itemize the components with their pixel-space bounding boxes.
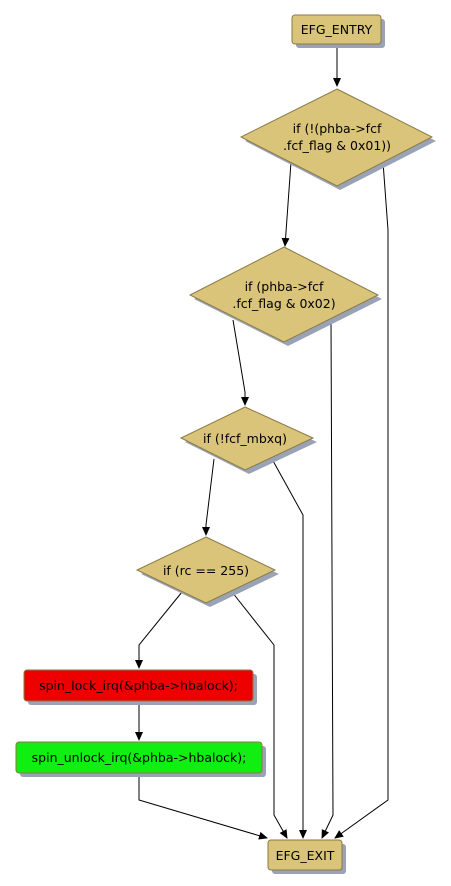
edge-cond1-to-exit <box>334 161 389 839</box>
node-cond2[interactable]: if (phba->fcf .fcf_flag & 0x02) <box>188 246 382 346</box>
edge-cond3-to-cond4 <box>202 458 215 536</box>
edge-cond2-to-exit <box>321 319 334 839</box>
unlock-label: spin_unlock_irq(&phba->hbalock); <box>32 750 247 765</box>
cond2-label-line2: .fcf_flag & 0x02) <box>232 296 335 311</box>
cond1-diamond <box>239 88 434 187</box>
edge-cond2-to-cond3 <box>232 319 249 406</box>
cond1-label-line2: .fcf_flag & 0x01)) <box>283 138 391 153</box>
node-cond3[interactable]: if (!fcf_mbxq) <box>179 406 317 474</box>
node-lock[interactable]: spin_lock_irq(&phba->hbalock); <box>23 669 257 705</box>
edge-cond1-to-cond2 <box>281 161 292 247</box>
cond2-label-line1: if (phba->fcf <box>245 279 324 294</box>
edge-cond4-to-lock <box>135 591 183 669</box>
edge-cond3-to-exit <box>271 458 307 839</box>
cond3-diamond <box>179 406 315 471</box>
entry-box <box>291 14 382 45</box>
edge-cond4-to-exit <box>231 591 288 839</box>
node-cond1[interactable]: if (!(phba->fcf .fcf_flag & 0x01)) <box>239 88 436 190</box>
lock-box <box>23 669 254 702</box>
node-exit[interactable]: EFG_EXIT <box>267 839 346 874</box>
cond1-label-line1: if (!(phba->fcf <box>293 121 382 136</box>
exit-box <box>267 839 343 871</box>
edges <box>135 46 389 840</box>
edge-unlock-to-exit <box>138 773 268 840</box>
cond2-diamond <box>188 246 380 343</box>
cond4-diamond <box>135 536 277 604</box>
unlock-box <box>15 741 263 774</box>
lock-label: spin_lock_irq(&phba->hbalock); <box>39 678 238 693</box>
cond3-label: if (!fcf_mbxq) <box>203 431 287 446</box>
cond4-label: if (rc == 255) <box>163 563 249 578</box>
entry-label: EFG_ENTRY <box>301 22 373 37</box>
node-cond4[interactable]: if (rc == 255) <box>135 536 279 607</box>
node-unlock[interactable]: spin_unlock_irq(&phba->hbalock); <box>15 741 266 777</box>
exit-label: EFG_EXIT <box>276 848 335 863</box>
node-entry[interactable]: EFG_ENTRY <box>291 14 385 48</box>
